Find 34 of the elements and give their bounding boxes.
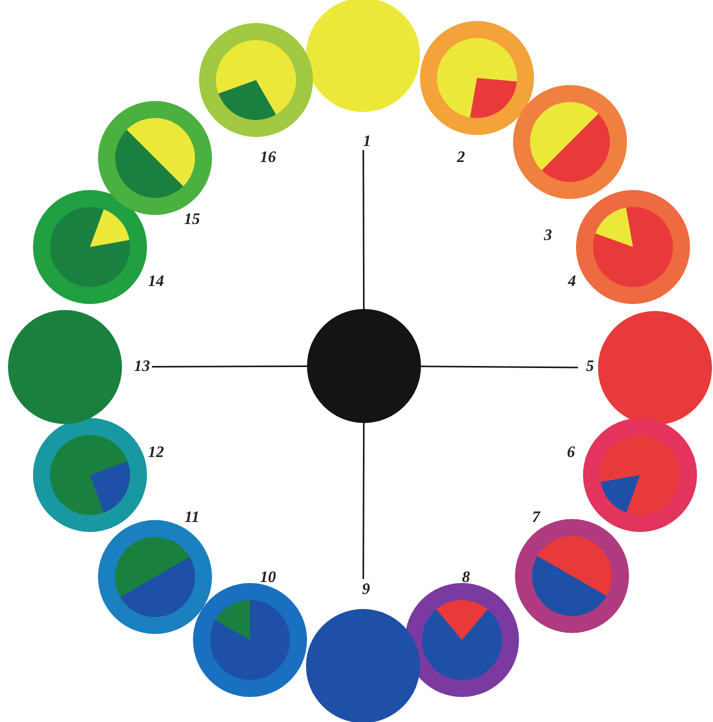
- number-label: 1: [363, 133, 371, 151]
- number-label: 8: [462, 569, 470, 587]
- center-circle: [307, 309, 421, 423]
- connector-line: [421, 366, 578, 368]
- number-label: 6: [567, 444, 575, 462]
- color-circle: [583, 418, 697, 532]
- color-circle: [98, 520, 212, 634]
- connector-line: [152, 365, 307, 368]
- color-circle: [420, 21, 534, 135]
- number-label: 9: [362, 581, 370, 599]
- number-label: 2: [457, 149, 465, 167]
- number-label: 5: [586, 358, 594, 376]
- number-label: 3: [544, 227, 552, 245]
- color-circle: [598, 311, 712, 425]
- connector-line: [362, 150, 365, 309]
- color-circle: [513, 85, 627, 199]
- number-label: 13: [134, 358, 150, 376]
- number-label: 10: [260, 569, 276, 587]
- color-circle: [98, 101, 212, 215]
- number-label: 11: [184, 509, 200, 527]
- color-circle: [33, 190, 147, 304]
- color-circle: [33, 418, 147, 532]
- number-label: 16: [260, 149, 276, 167]
- color-circle: [199, 23, 313, 137]
- color-circle: [8, 310, 122, 424]
- color-circle: [576, 190, 690, 304]
- number-label: 15: [184, 211, 200, 229]
- number-label: 7: [532, 509, 540, 527]
- number-label: 4: [568, 273, 576, 291]
- connector-line: [362, 423, 365, 579]
- number-label: 14: [148, 273, 164, 291]
- color-circle: [193, 583, 307, 697]
- number-label: 12: [148, 444, 164, 462]
- color-circle: [405, 583, 519, 697]
